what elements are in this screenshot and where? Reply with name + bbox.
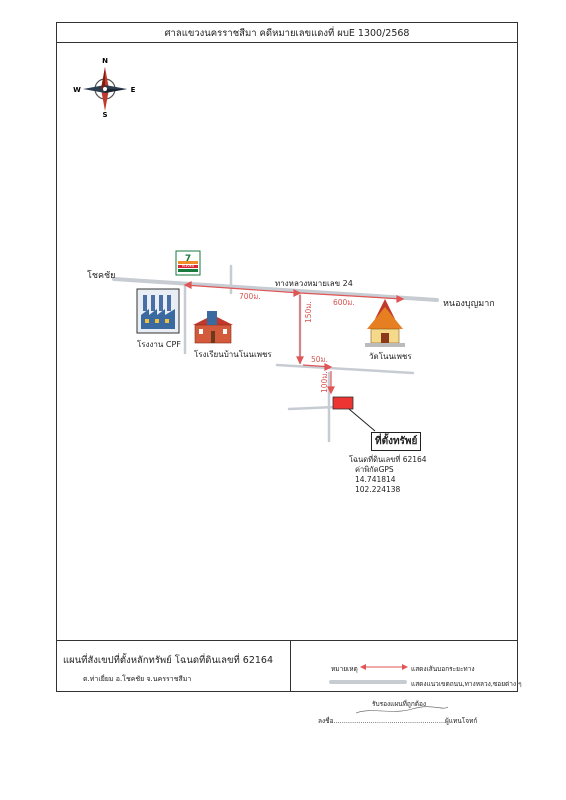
soi-road-branch <box>287 405 337 411</box>
footer: แผนที่สังเขปที่ตั้งหลักทรัพย์ โฉนดที่ดิน… <box>57 640 522 692</box>
route-lines <box>183 281 405 395</box>
factory-icon <box>136 288 180 334</box>
place-label-chokchai: โชคชัย <box>87 271 116 281</box>
legend-route-text: แสดงเส้นบอกระยะทาง <box>411 665 475 673</box>
legend-route-arrow-icon <box>360 664 408 670</box>
property-title-box: ที่ตั้งทรัพย์ <box>371 432 422 451</box>
property-marker <box>332 396 354 410</box>
factory-label: โรงงาน CPF <box>137 340 181 349</box>
compass-rose-icon <box>83 67 127 111</box>
school-icon <box>193 311 233 344</box>
property-deed: โฉนดที่ดินเลขที่ 62164 <box>349 455 427 464</box>
svg-text:ELEVEN: ELEVEN <box>182 264 194 268</box>
header-bar: ศาลแขวงนครราชสีมา คดีหมายเลขแดงที่ ผบE 1… <box>57 23 517 43</box>
property-lon: 102.224138 <box>355 485 401 494</box>
legend-road-swatch-icon <box>329 680 407 684</box>
highway-24-road <box>112 277 439 302</box>
certify-scribble-icon <box>355 706 449 714</box>
distance-100m: 100ม. <box>320 371 329 393</box>
school-label: โรงเรียนบ้านโนนเพชร <box>194 350 272 359</box>
seven-eleven-logo-icon: 7 ELEVEN <box>175 250 201 276</box>
footer-title: แผนที่สังเขปที่ตั้งหลักทรัพย์ โฉนดที่ดิน… <box>63 655 274 666</box>
svg-text:7: 7 <box>185 254 191 264</box>
compass-w: W <box>73 86 81 94</box>
distance-150m: 150ม. <box>304 301 313 323</box>
temple-label: วัดโนนเพชร <box>369 352 412 361</box>
property-gps-label: ค่าพิกัดGPS <box>355 465 394 474</box>
certify-text: รับรองแผนที่ถูกต้อง <box>372 700 427 708</box>
footer-location: ต.ท่าเยี่ยม อ.โชคชัย จ.นครราชสีมา <box>83 675 192 683</box>
temple-icon <box>365 299 405 347</box>
road-label-highway-24: ทางหลวงหมายเลข 24 <box>275 279 353 288</box>
place-label-nongbunmak: หนองบุญมาก <box>443 299 495 309</box>
legend-note: หมายเหตุ <box>331 665 358 673</box>
distance-50m: 50ม. <box>311 355 328 364</box>
property-pointer <box>348 408 376 432</box>
footer-title-cell: แผนที่สังเขปที่ตั้งหลักทรัพย์ โฉนดที่ดิน… <box>57 641 291 692</box>
property-lat: 14.741814 <box>355 475 396 484</box>
certify-signature-line: ลงชื่อ..................................… <box>318 717 478 725</box>
map-frame: ศาลแขวงนครราชสีมา คดีหมายเลขแดงที่ ผบE 1… <box>56 22 522 692</box>
compass-n: N <box>102 57 108 65</box>
compass-s: S <box>102 111 107 119</box>
case-title: ศาลแขวงนครราชสีมา คดีหมายเลขแดงที่ ผบE 1… <box>164 28 410 39</box>
compass-e: E <box>131 86 136 94</box>
soi-road-horizontal <box>275 363 415 375</box>
legend-road-text: แสดงแนวเขตถนน,ทางหลวง,ซอยต่าง ๆ <box>411 680 522 688</box>
distance-600m: 600ม. <box>333 298 355 307</box>
distance-700m: 700ม. <box>239 292 261 301</box>
map-canvas: N S W E <box>73 57 439 443</box>
property-info: โฉนดที่ดินเลขที่ 62164 ค่าพิกัดGPS 14.74… <box>349 455 427 495</box>
